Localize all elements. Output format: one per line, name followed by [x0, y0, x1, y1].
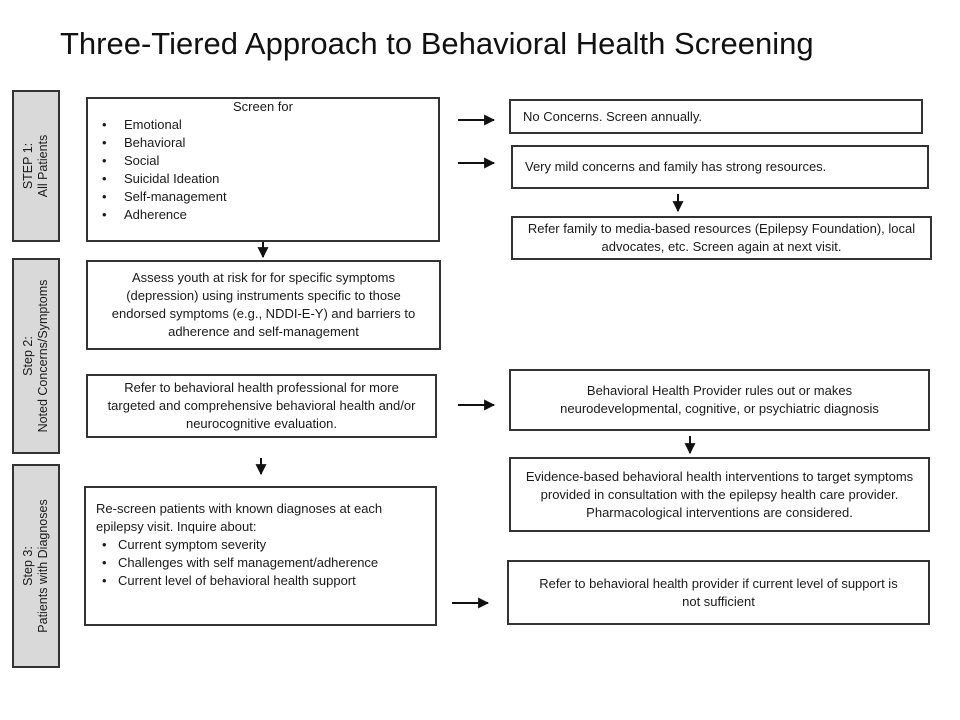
evidence-based-box: Evidence-based behavioral health interve…: [509, 457, 930, 532]
no-concerns-text: No Concerns. Screen annually.: [523, 108, 702, 124]
list-item: Emotional: [96, 116, 430, 134]
list-item: Self-management: [96, 188, 430, 206]
rescreen-list: Current symptom severity Challenges with…: [96, 536, 425, 590]
screen-for-list: Emotional Behavioral Social Suicidal Ide…: [96, 116, 430, 224]
step-2-bar: Step 2: Noted Concerns/Symptoms: [12, 258, 60, 454]
provider-rules-box: Behavioral Health Provider rules out or …: [509, 369, 930, 431]
list-item: Social: [96, 152, 430, 170]
assess-youth-box: Assess youth at risk for for specific sy…: [86, 260, 441, 350]
step-1-bar: STEP 1: All Patients: [12, 90, 60, 242]
screen-for-heading: Screen for: [233, 99, 293, 114]
rescreen-intro: Re-screen patients with known diagnoses …: [96, 501, 383, 534]
rescreen-box: Re-screen patients with known diagnoses …: [84, 486, 437, 626]
list-item: Suicidal Ideation: [96, 170, 430, 188]
list-item: Current symptom severity: [96, 536, 425, 554]
list-item: Challenges with self management/adherenc…: [96, 554, 425, 572]
mild-concerns-text: Very mild concerns and family has strong…: [525, 159, 827, 174]
no-concerns-box: No Concerns. Screen annually.: [509, 99, 923, 134]
list-item: Adherence: [96, 206, 430, 224]
refer-provider-box: Refer to behavioral health provider if c…: [507, 560, 930, 625]
refer-family-box: Refer family to media-based resources (E…: [511, 216, 932, 260]
page-title: Three-Tiered Approach to Behavioral Heal…: [60, 26, 814, 61]
screen-for-box: Screen for Emotional Behavioral Social S…: [86, 97, 440, 242]
step-3-bar: Step 3: Patients with Diagnoses: [12, 464, 60, 668]
mild-concerns-box: Very mild concerns and family has strong…: [511, 145, 929, 189]
list-item: Behavioral: [96, 134, 430, 152]
list-item: Current level of behavioral health suppo…: [96, 572, 425, 590]
refer-professional-box: Refer to behavioral health professional …: [86, 374, 437, 438]
